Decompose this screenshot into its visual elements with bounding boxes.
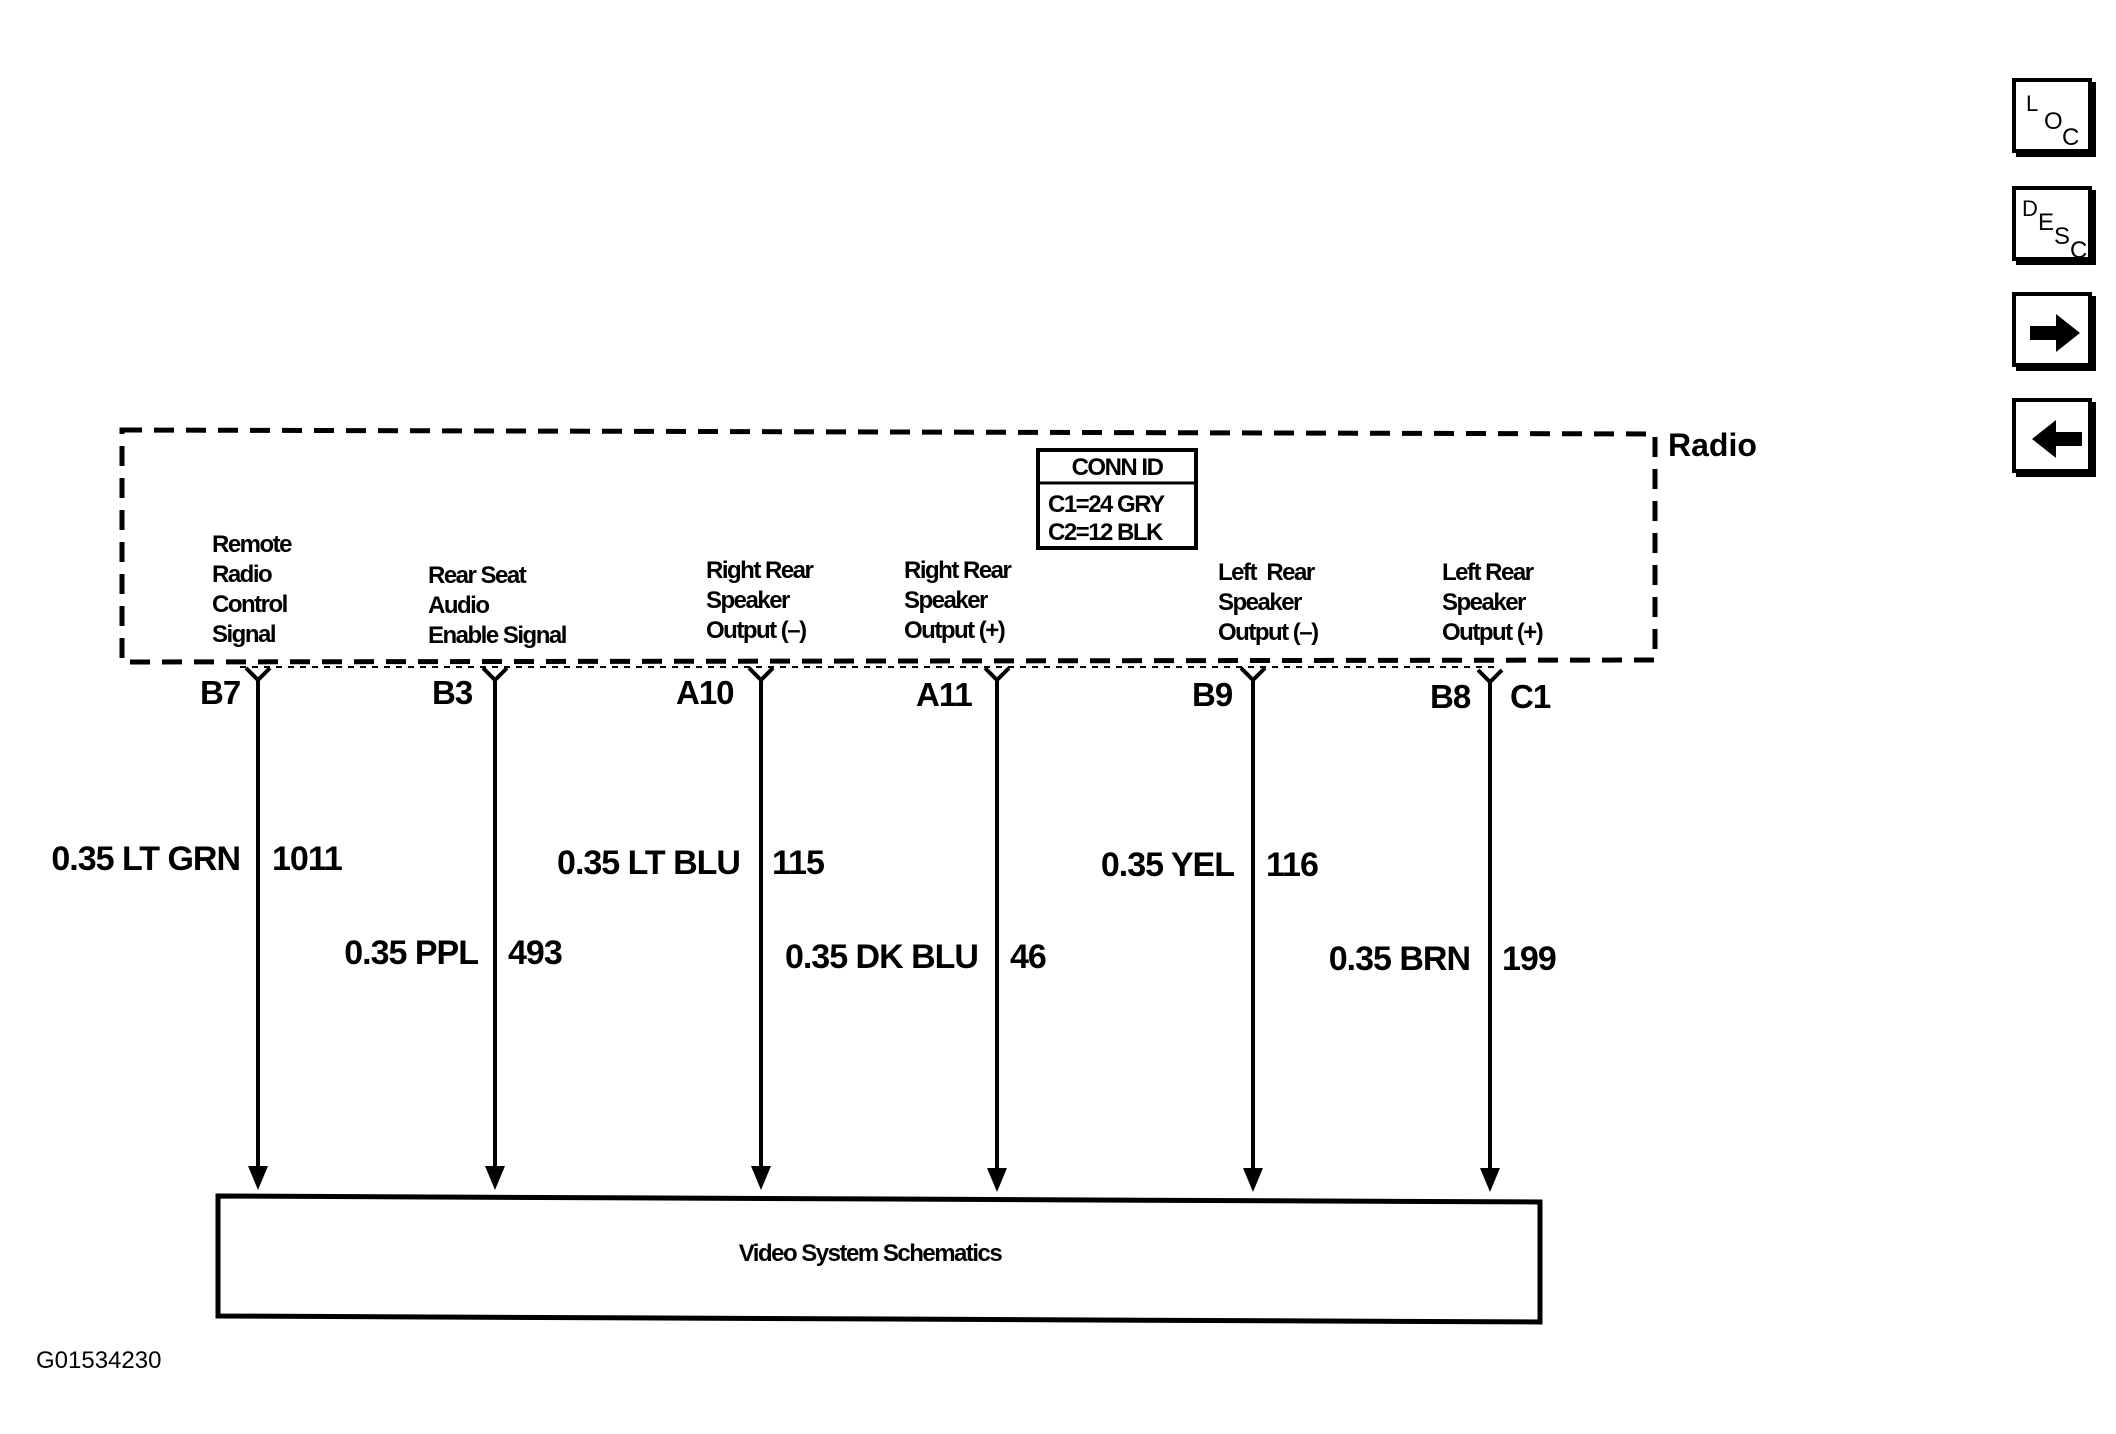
desc-button[interactable]: D E S C <box>2012 186 2092 264</box>
svg-text:Right Rear: Right Rear <box>904 557 1012 584</box>
svg-text:Speaker: Speaker <box>706 587 790 614</box>
connector-label: C1 <box>1510 678 1551 715</box>
svg-text:C: C <box>2062 124 2079 151</box>
wire-color-label: 0.35 YEL <box>1101 846 1234 884</box>
pin-label: B3 <box>432 674 473 711</box>
svg-text:Speaker: Speaker <box>1218 589 1302 616</box>
video-system-schematics-link[interactable]: Video System Schematics <box>215 1193 1543 1325</box>
circuit-number: 493 <box>508 934 562 972</box>
svg-text:E: E <box>2038 209 2054 236</box>
wire <box>747 666 775 1190</box>
loc-button[interactable]: L O C <box>2012 78 2092 153</box>
left-arrow-icon <box>2032 420 2082 458</box>
wire <box>983 666 1011 1192</box>
wire <box>244 666 272 1190</box>
wire-color-label: 0.35 DK BLU <box>785 938 978 976</box>
connector-id-box: CONN ID C1=24 GRY C2=12 BLK <box>1036 448 1198 550</box>
figure-id: G01534230 <box>36 1347 161 1374</box>
svg-text:Signal: Signal <box>212 621 275 648</box>
circuit-number: 199 <box>1502 940 1556 978</box>
svg-text:O: O <box>2044 108 2063 135</box>
desc-icon: D E S C <box>2022 196 2087 264</box>
right-arrow-icon <box>2030 314 2080 352</box>
circuit-function-label: Remote Radio Control Signal <box>212 531 294 648</box>
svg-text:Remote: Remote <box>212 531 292 558</box>
svg-text:L: L <box>2026 91 2038 116</box>
circuit-number: 115 <box>772 844 824 882</box>
destination-label: Video System Schematics <box>739 1240 1003 1267</box>
svg-text:Enable Signal: Enable Signal <box>428 622 566 649</box>
next-page-button[interactable] <box>2012 292 2092 367</box>
svg-text:Speaker: Speaker <box>1442 589 1526 616</box>
wire <box>1476 668 1504 1192</box>
connector-id-line: C1=24 GRY <box>1048 491 1165 518</box>
pin-label: B9 <box>1192 676 1233 713</box>
wire <box>481 666 509 1190</box>
svg-text:Radio: Radio <box>212 561 272 588</box>
circuit-function-label: Left Rear Speaker Output (+) <box>1442 559 1544 646</box>
svg-text:Output (–): Output (–) <box>706 617 806 644</box>
pin-label: A10 <box>676 674 734 711</box>
wire-color-label: 0.35 LT GRN <box>51 840 240 878</box>
pin-label: A11 <box>916 676 972 713</box>
svg-text:Right Rear: Right Rear <box>706 557 814 584</box>
pin-label: B8 <box>1430 678 1471 715</box>
circuit-function-label: Right Rear Speaker Output (–) <box>706 557 815 644</box>
wire-color-label: 0.35 BRN <box>1329 940 1470 978</box>
circuit-function-label: Left Rear Speaker Output (–) <box>1218 559 1320 646</box>
circuit-function-label: Right Rear Speaker Output (+) <box>904 557 1013 644</box>
circuit-number: 46 <box>1010 938 1046 976</box>
wire-color-label: 0.35 LT BLU <box>557 844 740 882</box>
pin-label: B7 <box>200 674 240 711</box>
svg-text:C: C <box>2070 237 2087 264</box>
svg-text:S: S <box>2054 223 2070 250</box>
svg-text:D: D <box>2022 196 2038 221</box>
svg-text:Left Rear: Left Rear <box>1218 559 1315 586</box>
wire <box>1239 666 1267 1192</box>
svg-text:Left Rear: Left Rear <box>1442 559 1534 586</box>
circuit-number: 1011 <box>272 840 342 878</box>
connector-id-line: C2=12 BLK <box>1048 519 1164 546</box>
circuit-function-label: Rear Seat Audio Enable Signal <box>428 562 567 649</box>
previous-page-button[interactable] <box>2012 398 2092 473</box>
wire-color-label: 0.35 PPL <box>344 934 478 972</box>
svg-text:Output (+): Output (+) <box>1442 619 1543 646</box>
circuit-number: 116 <box>1266 846 1318 884</box>
radio-module-outline <box>119 427 1658 665</box>
svg-text:Audio: Audio <box>428 592 489 619</box>
svg-text:Speaker: Speaker <box>904 587 988 614</box>
module-name: Radio <box>1668 427 1757 463</box>
svg-text:Control: Control <box>212 591 287 618</box>
loc-icon: L O C <box>2026 91 2079 151</box>
svg-text:Rear Seat: Rear Seat <box>428 562 527 589</box>
connector-id-title: CONN ID <box>1072 454 1164 481</box>
svg-text:Output (+): Output (+) <box>904 617 1005 644</box>
svg-text:Output (–): Output (–) <box>1218 619 1318 646</box>
